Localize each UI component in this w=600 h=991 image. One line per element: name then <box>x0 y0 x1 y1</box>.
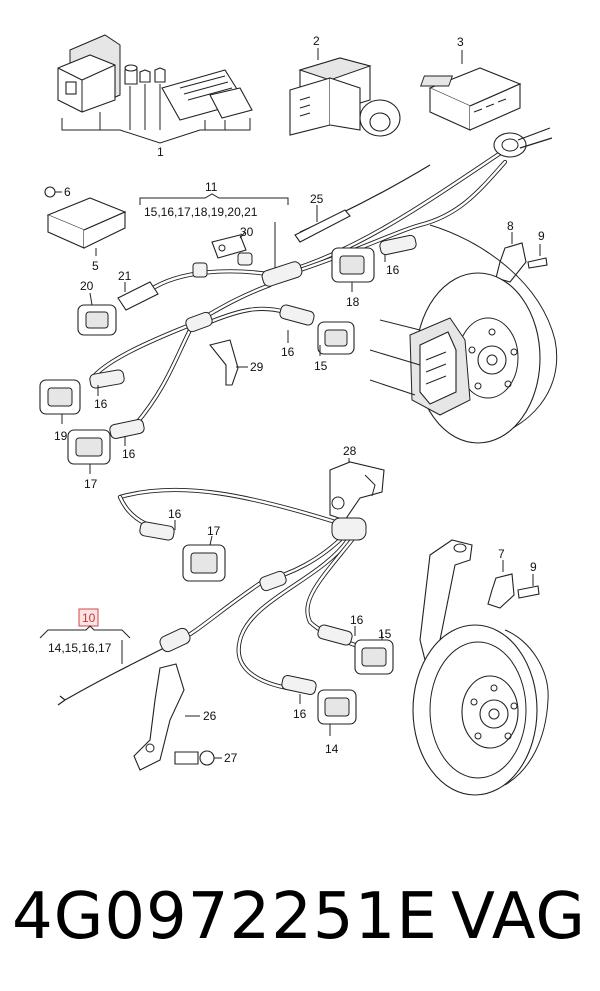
callout-16b: 16 <box>281 345 295 359</box>
callout-14: 14 <box>325 742 339 756</box>
callout-17a: 17 <box>84 477 98 491</box>
brand-name: VAG <box>451 880 586 954</box>
rear-connectors: 16 17 16 15 14 16 <box>168 507 394 756</box>
callout-9b: 9 <box>530 560 537 574</box>
callout-17b: 17 <box>207 524 221 538</box>
abs-unit-kit-drawing: 1 <box>57 34 253 159</box>
callout-16e: 16 <box>168 507 182 521</box>
parts-diagram: 1 2 3 6 5 11 15,16,17,18,19,20, <box>39 34 558 796</box>
callout-5: 5 <box>92 259 99 273</box>
callout-2: 2 <box>313 34 320 48</box>
callout-15a: 15 <box>314 359 328 373</box>
rear-sensor-wiring <box>57 487 367 706</box>
callout-16c: 16 <box>94 397 108 411</box>
front-brackets: 25 30 29 <box>209 192 351 386</box>
callout-28: 28 <box>343 444 357 458</box>
callout-21: 21 <box>118 269 132 283</box>
callout-9a: 9 <box>538 229 545 243</box>
front-wheel-speed-sensor-drawing: 8 9 <box>495 219 548 283</box>
callout-30: 30 <box>240 225 254 239</box>
callout-16g: 16 <box>293 707 307 721</box>
callout-16a: 16 <box>386 263 400 277</box>
rear-bracket-28: 28 <box>329 444 385 521</box>
front-brake-assembly-drawing <box>369 224 558 444</box>
abs-hydraulic-unit-drawing: 2 <box>289 34 401 137</box>
sensor-module-drawing: 6 5 <box>44 185 127 273</box>
callout-7: 7 <box>498 547 505 561</box>
callout-11-group: 11 15,16,17,18,19,20,21 <box>139 180 289 270</box>
callout-25: 25 <box>310 192 324 206</box>
callout-27: 27 <box>224 751 238 765</box>
callout-3: 3 <box>457 35 464 49</box>
part-code: 4G0972251E <box>12 880 438 954</box>
callout-11: 11 <box>205 180 218 194</box>
part-number-footer: 4G0972251E VAG <box>12 872 592 962</box>
callout-16d: 16 <box>122 447 136 461</box>
callout-1: 1 <box>157 145 164 159</box>
callout-10-group[interactable]: 10 14,15,16,17 <box>39 608 131 664</box>
rear-brake-assembly-drawing <box>412 539 549 796</box>
callout-29: 29 <box>250 360 264 374</box>
callout-8: 8 <box>507 219 514 233</box>
callout-11-list: 15,16,17,18,19,20,21 <box>144 205 258 219</box>
callout-10-list: 14,15,16,17 <box>48 641 112 655</box>
rear-wheel-speed-sensor-drawing: 7 9 <box>487 547 540 609</box>
callout-19: 19 <box>54 429 68 443</box>
front-connectors: 21 20 18 16 15 16 19 16 17 16 <box>39 247 400 491</box>
callout-16f: 16 <box>350 613 364 627</box>
callout-26: 26 <box>203 709 217 723</box>
callout-18: 18 <box>346 295 360 309</box>
callout-10-highlight[interactable] <box>78 608 99 627</box>
rear-brackets: 26 27 <box>133 663 238 771</box>
control-module-drawing: 3 <box>420 35 522 131</box>
callout-10[interactable]: 10 <box>82 611 96 625</box>
callout-15b: 15 <box>378 627 392 641</box>
callout-6: 6 <box>64 185 71 199</box>
callout-20: 20 <box>80 279 94 293</box>
